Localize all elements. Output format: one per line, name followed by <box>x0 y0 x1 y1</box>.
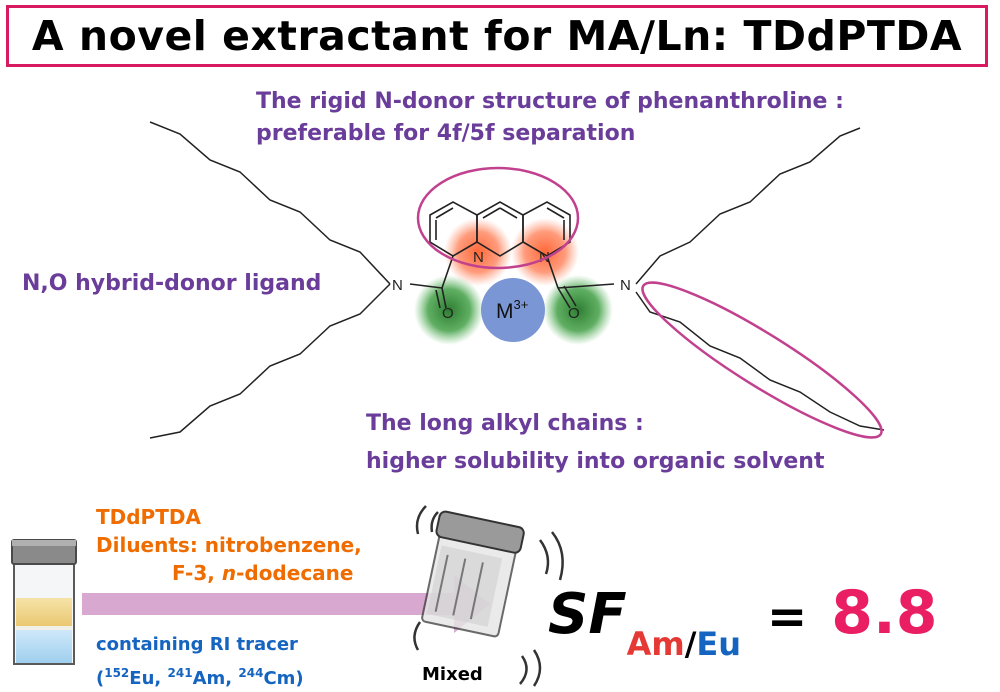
tracer-line1: containing RI tracer <box>96 634 298 655</box>
atom-n-amide-left: N <box>392 277 403 294</box>
tracer-line2: (152Eu, 241Am, 244Cm) <box>96 660 304 692</box>
phen-highlight-ellipse <box>416 166 580 270</box>
alkyl-chains-left <box>149 121 391 439</box>
vial-icon <box>11 539 77 665</box>
extractant-label: TDdPTDA <box>96 505 201 529</box>
am-symbol: Am, <box>192 668 239 689</box>
hybrid-donor-label: N,O hybrid-donor ligand <box>22 271 322 296</box>
alkyl-highlight-ellipse <box>641 281 883 439</box>
diluents-line2: F-3, n-dodecane <box>172 560 353 587</box>
eu-symbol: Eu, <box>129 668 168 689</box>
sf-label: SF <box>548 582 627 647</box>
page-title: A novel extractant for MA/Ln: TDdPTDA <box>31 12 963 60</box>
shaken-vial-icon <box>421 510 525 638</box>
atom-o-right: O <box>568 305 580 322</box>
o-donor-glow-left <box>414 275 484 345</box>
amide-left <box>409 283 447 309</box>
metal-ion: M3+ <box>481 278 545 342</box>
amide-right <box>557 283 615 309</box>
atom-o-left: O <box>442 305 454 322</box>
cm-mass: 244 <box>238 666 264 680</box>
shake-motion-lines <box>413 505 564 687</box>
sf-subscript: Am/Eu <box>627 625 741 663</box>
atom-n-left: N <box>473 249 484 266</box>
diluents-line2-b: -dodecane <box>236 561 354 585</box>
title-box: A novel extractant for MA/Ln: TDdPTDA <box>6 5 988 67</box>
separation-factor: SFAm/Eu = 8.8 <box>548 578 938 668</box>
sf-sub-slash: / <box>684 625 697 663</box>
metal-symbol: M <box>496 300 514 323</box>
eu-mass: 152 <box>104 666 130 680</box>
atom-n-amide-right: N <box>620 277 631 294</box>
alkyl-annotation-line2: higher solubility into organic solvent <box>366 449 825 474</box>
am-mass: 241 <box>167 666 193 680</box>
alkyl-annotation-line1: The long alkyl chains : <box>366 411 644 436</box>
diluents-line1: Diluents: nitrobenzene, <box>96 533 362 557</box>
sf-sub-am: Am <box>626 625 685 663</box>
sf-value: 8.8 <box>831 578 938 648</box>
alkyl-chains-right <box>635 127 885 431</box>
sf-equals: = <box>767 589 808 645</box>
phen-annotation-line2: preferable for 4f/5f separation <box>256 121 636 146</box>
n-donor-glow-right <box>511 218 579 286</box>
diluents-line2-a: F-3, <box>172 561 222 585</box>
tracer-open: ( <box>96 668 105 689</box>
cm-symbol: Cm) <box>263 668 304 689</box>
diluents-line2-italic: n <box>221 561 237 585</box>
phen-annotation-line1: The rigid N-donor structure of phenanthr… <box>256 89 844 114</box>
metal-charge: 3+ <box>514 297 529 312</box>
mixed-label: Mixed <box>422 664 483 685</box>
sf-sub-eu: Eu <box>696 625 742 663</box>
svg-text:M3+: M3+ <box>496 297 528 323</box>
